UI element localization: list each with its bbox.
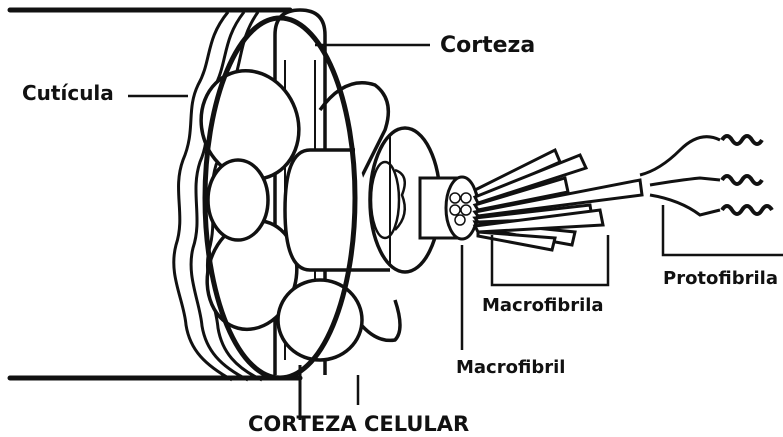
cell-mid-left [208, 160, 268, 240]
microfibril-cylinder [420, 177, 478, 239]
label-corteza: Corteza [440, 33, 535, 58]
protofibril-coils [640, 136, 772, 215]
protofibrila-bracket [663, 205, 783, 255]
protofibril-strands [475, 150, 642, 250]
label-corteza-celular: CORTEZA CELULAR [248, 412, 469, 436]
label-macrofibrila: Macrofibrila [482, 295, 604, 316]
label-macrofibril: Macrofibril [456, 357, 565, 378]
label-protofibrila: Protofibrila [663, 268, 778, 289]
label-cuticula: Cutícula [22, 81, 114, 105]
